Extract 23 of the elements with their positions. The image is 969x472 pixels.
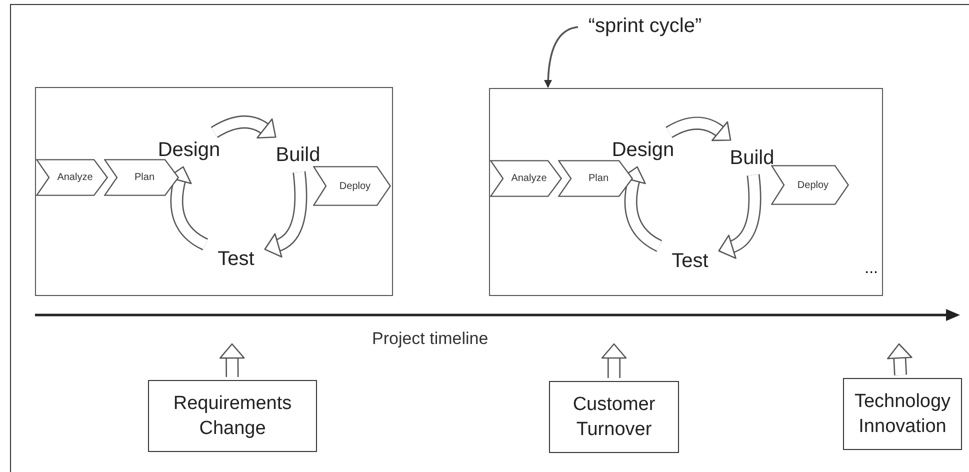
chevron-step: Deploy [313, 166, 391, 206]
block-arrow [718, 174, 762, 259]
ellipsis: ... [864, 261, 878, 277]
block-arrow [210, 116, 276, 139]
sprint-frame [489, 88, 883, 296]
event-box: Technology Innovation [843, 378, 962, 450]
chevron-step: Deploy [771, 165, 849, 205]
chevron-step: Analyze [36, 159, 108, 196]
block-arrow [666, 116, 732, 142]
leader-arrow [544, 26, 578, 88]
block-arrow [601, 343, 627, 378]
phase-label: Test [663, 246, 717, 276]
block-arrow [887, 343, 912, 376]
block-arrow [167, 166, 208, 250]
block-arrow [264, 171, 308, 258]
block-arrow [219, 343, 245, 378]
phase-label: Test [209, 244, 263, 274]
callout-text: “sprint cycle” [580, 10, 710, 42]
chevron-step: Analyze [490, 160, 562, 197]
sprint-frame [35, 87, 393, 296]
timeline-label: Project timeline [372, 328, 488, 350]
event-box: Requirements Change [148, 380, 317, 452]
event-box: Customer Turnover [549, 381, 679, 453]
